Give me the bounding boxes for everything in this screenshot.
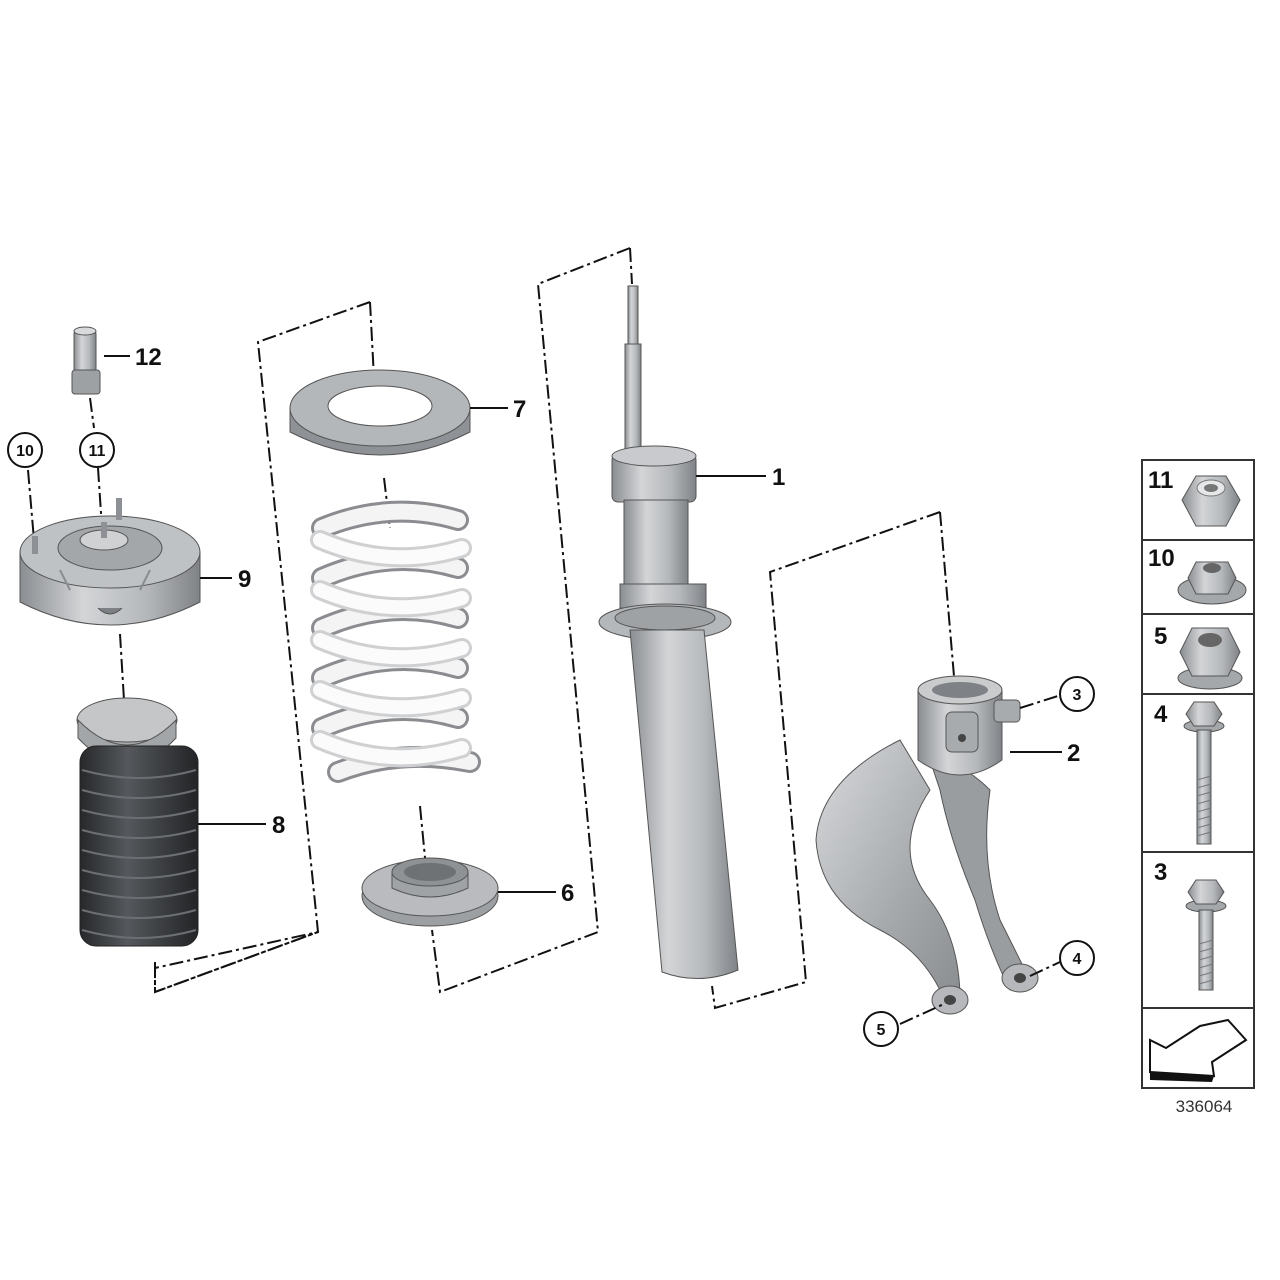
callout-8: 8 <box>272 812 285 839</box>
legend-item-4: 4 <box>1154 701 1225 845</box>
legend-item-3: 3 <box>1154 859 1227 991</box>
callout-7: 7 <box>513 396 526 423</box>
legend-item-5: 5 <box>1154 623 1243 690</box>
axis-line-knuckle <box>939 511 956 689</box>
short-hex-bolt-icon <box>1185 879 1227 991</box>
part-8-bump-stop-boot <box>76 697 199 947</box>
axis-line-cap-top <box>89 397 95 429</box>
part-6-lower-spring-seat <box>361 857 499 927</box>
circled-callout-5: 5 <box>863 1011 899 1047</box>
leader-lines <box>104 355 1062 1025</box>
svg-text:11: 11 <box>89 443 106 460</box>
part-9-top-mount <box>19 498 201 626</box>
long-hex-bolt-icon <box>1183 701 1225 845</box>
hex-collar-nut-icon <box>1177 627 1243 690</box>
axis-line-ring7 <box>369 301 375 379</box>
diagram-reference-number: 336064 <box>1176 1097 1233 1116</box>
part-12-cap <box>71 326 101 395</box>
svg-text:5: 5 <box>1154 623 1167 650</box>
svg-text:5: 5 <box>877 1022 886 1039</box>
svg-text:3: 3 <box>1154 859 1167 886</box>
front-direction-arrow-icon <box>1149 1018 1248 1082</box>
bracket-left-lower <box>154 931 319 994</box>
svg-text:10: 10 <box>1148 545 1175 572</box>
callout-labels: 12 7 1 9 8 6 2 10 11 3 4 5 <box>7 344 1095 1047</box>
bracket-right <box>711 511 941 1010</box>
legend-item-11: 11 <box>1148 467 1241 527</box>
coil-spring <box>310 500 481 783</box>
callout-1: 1 <box>772 464 785 491</box>
axis-line-strut-top <box>629 247 633 285</box>
callout-9: 9 <box>238 566 251 593</box>
circled-callout-10: 10 <box>7 432 43 468</box>
part-2-strut-fork <box>815 675 1039 1015</box>
boot-ribs <box>81 769 197 939</box>
circled-callout-3: 3 <box>1059 676 1095 712</box>
svg-text:10: 10 <box>16 443 34 460</box>
legend-item-10: 10 <box>1148 545 1247 605</box>
axis-line-nut10 <box>27 469 35 541</box>
self-locking-nut-icon <box>1181 475 1241 527</box>
flanged-nut-icon <box>1177 561 1247 605</box>
svg-text:4: 4 <box>1154 701 1168 728</box>
fastener-legend-panel: 11 10 5 4 <box>1141 459 1255 1089</box>
svg-text:11: 11 <box>1148 467 1173 494</box>
callout-12: 12 <box>135 344 162 371</box>
callout-6: 6 <box>561 880 574 907</box>
circled-callout-11: 11 <box>79 432 115 468</box>
part-1-strut <box>598 285 739 980</box>
callout-2: 2 <box>1067 740 1080 767</box>
part-7-upper-spring-pad <box>289 369 471 456</box>
axis-line-bump-stop <box>119 633 125 701</box>
circled-callout-4: 4 <box>1059 940 1095 976</box>
svg-text:4: 4 <box>1073 951 1082 968</box>
assembly-guide-lines <box>27 247 956 1010</box>
svg-text:3: 3 <box>1073 687 1082 704</box>
